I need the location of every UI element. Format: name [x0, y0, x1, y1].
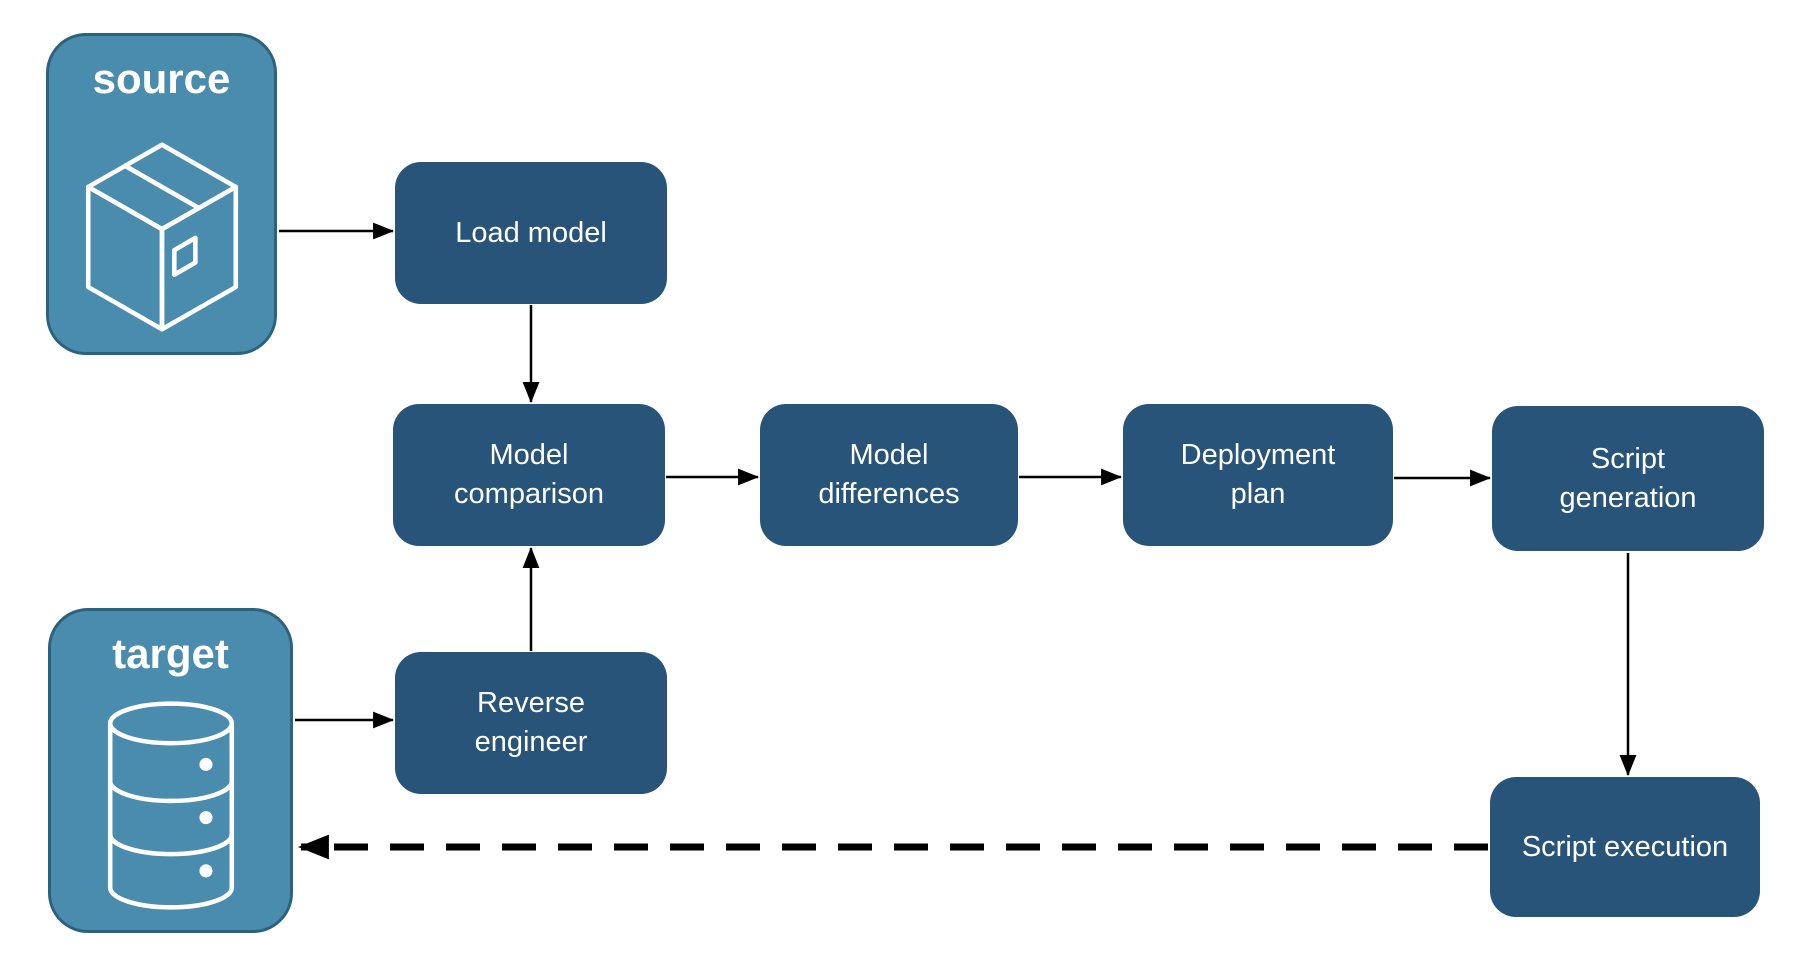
- target-store: target: [48, 608, 293, 933]
- package-icon: [85, 142, 238, 332]
- node-reverse-engineer: Reverse engineer: [395, 652, 667, 794]
- node-load-model: Load model: [395, 162, 667, 304]
- node-script-generation: Script generation: [1492, 406, 1764, 551]
- node-script-execution-label: Script execution: [1521, 830, 1729, 863]
- node-model-comparison-label: Model comparison: [454, 439, 604, 510]
- node-load-model-label: Load model: [455, 216, 607, 249]
- node-reverse-engineer-label: Reverse engineer: [474, 687, 588, 758]
- source-store: source: [46, 33, 277, 355]
- target-store-label: target: [112, 630, 229, 677]
- node-model-comparison: Model comparison: [393, 404, 665, 546]
- source-store-label: source: [92, 55, 231, 102]
- node-deployment-plan: Deployment plan: [1123, 404, 1393, 546]
- node-model-differences-label: Model differences: [818, 439, 960, 510]
- node-script-generation-label: Script generation: [1559, 442, 1697, 514]
- database-icon: [107, 701, 234, 910]
- node-deployment-plan-label: Deployment plan: [1180, 439, 1336, 510]
- node-model-differences: Model differences: [760, 404, 1018, 546]
- node-script-execution: Script execution: [1490, 777, 1760, 917]
